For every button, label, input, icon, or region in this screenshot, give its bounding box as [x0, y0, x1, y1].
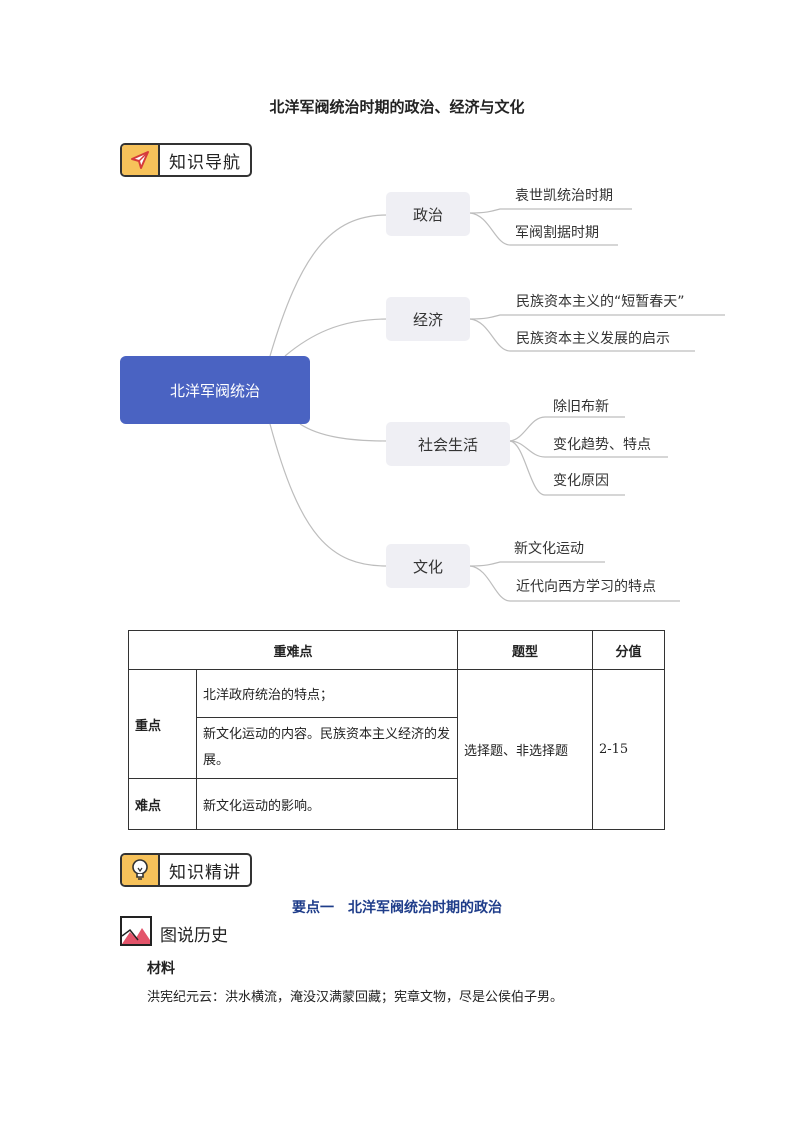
item-cell: 新文化运动的内容。民族资本主义经济的发展。 — [196, 717, 458, 779]
leaf-item: 民族资本主义发展的启示 — [516, 331, 670, 347]
branch-culture: 文化 — [386, 544, 470, 588]
knowledge-detail-label: 知识精讲 — [169, 862, 241, 883]
table-row: 难点 新文化运动的影响。 — [128, 778, 665, 830]
picture-history-text: 图说历史 — [160, 925, 228, 946]
material-title: 材料 — [147, 961, 175, 977]
leaf-item: 民族资本主义的“短暂春天” — [516, 294, 685, 310]
leaf-item: 军阀割据时期 — [515, 225, 599, 241]
picture-icon — [120, 916, 152, 950]
leaf-item: 变化趋势、特点 — [553, 437, 651, 453]
paper-plane-icon — [122, 145, 160, 175]
table-header-row: 重难点 题型 分值 — [128, 630, 665, 670]
leaf-item: 变化原因 — [553, 473, 609, 489]
table-row: 重点 北洋政府统治的特点； 选择题、非选择题 2-15 — [128, 669, 665, 830]
picture-history-label: 图说历史 — [120, 916, 228, 950]
mind-map-root: 北洋军阀统治 — [120, 356, 310, 424]
mind-map-connectors — [269, 208, 725, 602]
key-points-table: 重难点 题型 分值 重点 北洋政府统治的特点； 选择题、非选择题 2-15 新文… — [128, 630, 665, 830]
question-type-cell: 选择题、非选择题 — [457, 669, 593, 830]
key-point-title: 要点一 北洋军阀统治时期的政治 — [292, 900, 502, 916]
header-score: 分值 — [592, 630, 665, 670]
category-cell: 重点 — [128, 669, 197, 779]
knowledge-detail-badge: 知识精讲 — [120, 853, 252, 887]
leaf-item: 新文化运动 — [514, 541, 584, 557]
material-text: 洪宪纪元云：洪水横流，淹没汉满蒙回藏；宪章文物，尽是公侯伯子男。 — [147, 990, 564, 1005]
lightbulb-icon — [122, 855, 160, 885]
mind-map: 北洋军阀统治 政治 经济 社会生活 文化 袁世凯统治时期 军阀割据时期 民族资本… — [0, 175, 794, 615]
branch-economy: 经济 — [386, 297, 470, 341]
category-cell: 难点 — [128, 778, 197, 830]
item-cell: 北洋政府统治的特点； — [196, 669, 458, 718]
document-title: 北洋军阀统治时期的政治、经济与文化 — [269, 98, 525, 116]
leaf-item: 近代向西方学习的特点 — [516, 579, 656, 595]
branch-social-life: 社会生活 — [386, 422, 510, 466]
leaf-item: 袁世凯统治时期 — [515, 188, 613, 204]
header-question-type: 题型 — [457, 630, 593, 670]
score-cell: 2-15 — [592, 669, 665, 830]
branch-politics: 政治 — [386, 192, 470, 236]
leaf-item: 除旧布新 — [553, 399, 609, 415]
knowledge-nav-label: 知识导航 — [169, 152, 241, 173]
knowledge-nav-badge: 知识导航 — [120, 143, 252, 177]
item-cell: 新文化运动的影响。 — [196, 778, 458, 830]
header-key-points: 重难点 — [128, 630, 458, 670]
